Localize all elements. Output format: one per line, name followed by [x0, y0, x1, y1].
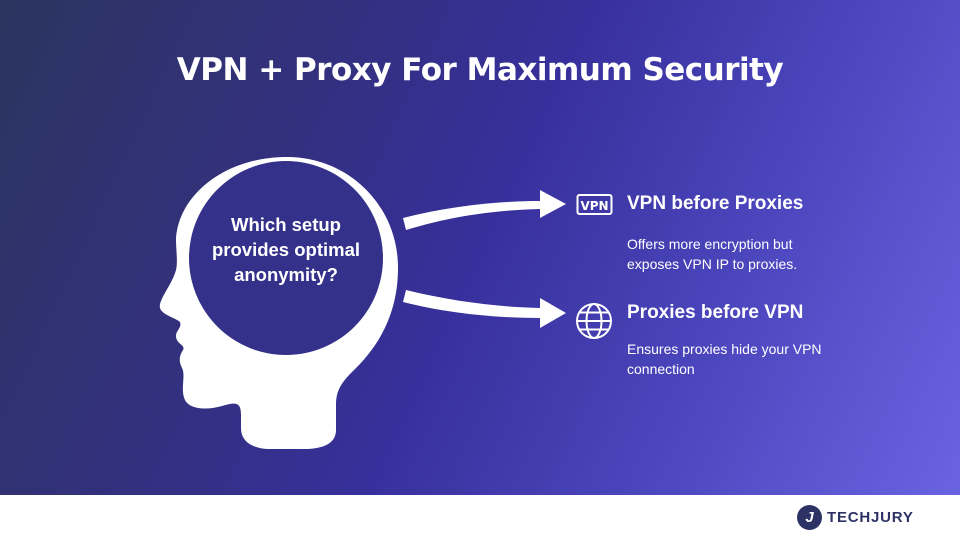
head-illustration — [189, 161, 566, 355]
infographic-title: VPN + Proxy For Maximum Security — [176, 52, 784, 88]
option-title: Proxies before VPN — [627, 302, 804, 323]
arrow-to-proxies-first — [403, 290, 566, 328]
brand-name: TECHJURY — [827, 508, 914, 526]
techjury-logo-icon: J — [797, 504, 822, 530]
central-question: Which setup provides optimal anonymity? — [211, 214, 361, 285]
vpn-badge-icon: VPN — [576, 194, 613, 215]
arrow-to-vpn-first — [403, 190, 566, 230]
option-description: Ensures proxies hide your VPN connection — [627, 341, 822, 377]
thought-circle — [189, 161, 383, 355]
svg-text:VPN: VPN — [580, 199, 608, 213]
option-title: VPN before Proxies — [627, 193, 804, 214]
globe-icon — [576, 303, 612, 339]
techjury-logo: J TECHJURY — [797, 504, 914, 530]
option-description: Offers more encryption but exposes VPN I… — [627, 236, 798, 272]
infographic-banner — [0, 0, 960, 495]
